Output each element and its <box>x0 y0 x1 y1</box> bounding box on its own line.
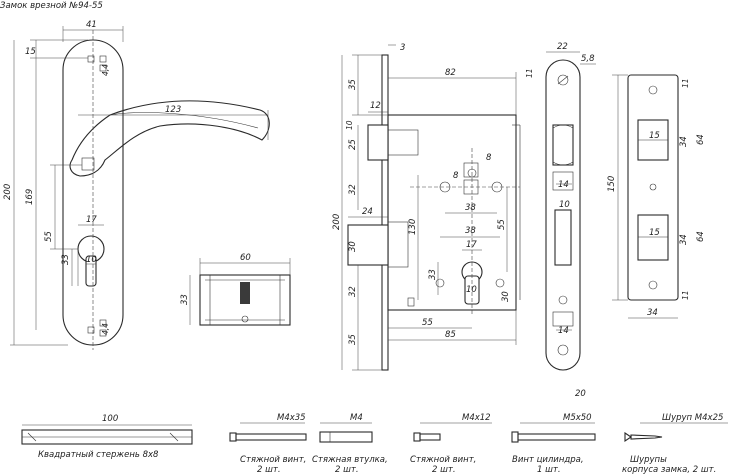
screw2-qty: 2 шт. <box>432 465 456 475</box>
top-hole <box>87 55 95 63</box>
screw-m4x35 <box>235 433 307 441</box>
screw4-spec: Шуруп M4x25 <box>662 413 723 423</box>
screw3-qty: 1 шт. <box>537 465 561 475</box>
dim-bolt-slot: 10 <box>559 200 570 210</box>
dim-strike-latch-h: 34 <box>679 136 689 147</box>
dim-gap-top: 32 <box>348 184 358 195</box>
dim-bottom-margin: 35 <box>348 334 358 345</box>
dim-strike-top: 11 <box>681 78 690 88</box>
sleeve-m4 <box>319 431 373 443</box>
dim-backset-total: 82 <box>445 68 456 78</box>
dim-latch-height: 25 <box>348 139 358 150</box>
sleeve-spec: M4 <box>350 413 363 423</box>
dim-strike-bottom: 11 <box>681 290 690 300</box>
rod-length: 100 <box>102 414 118 424</box>
dim-latch-slot: 14 <box>558 180 569 190</box>
dim-faceplate-offset: 5,8 <box>581 54 595 64</box>
dim-cyl-offset: 30 <box>501 291 511 302</box>
dim-strike-width: 34 <box>647 308 658 318</box>
dim-top-margin: 35 <box>348 79 358 90</box>
cylinder-body <box>199 274 291 326</box>
dim-screw-spacing-top: 38 <box>465 203 476 213</box>
wood-screw <box>630 434 663 440</box>
dim-bolt-throw: 24 <box>362 207 373 217</box>
dim-cyl-slot-bottom: 14 <box>558 326 569 336</box>
dim-latch-depth: 12 <box>370 101 381 111</box>
sleeve-qty: 2 шт. <box>335 465 359 475</box>
strike-plate <box>627 74 679 301</box>
dim-handle-height: 200 <box>3 184 13 200</box>
dim-cyl-slot: 10 <box>86 255 97 265</box>
dim-strike-bolt-span: 64 <box>696 231 706 242</box>
screw-m4x12 <box>419 433 441 441</box>
screw3-spec: M5x50 <box>563 413 592 423</box>
screw4-caption: Шурупы <box>630 455 667 465</box>
dim-lock-height: 200 <box>332 214 342 230</box>
dim-hole-b: 8 <box>486 153 492 163</box>
dim-bolt-height: 30 <box>348 241 358 252</box>
lock-case <box>387 114 517 311</box>
dim-handle-width: 41 <box>86 20 97 30</box>
faceplate-view: 22 5,8 11 14 10 14 20 <box>525 42 596 399</box>
spindle-square <box>81 157 95 171</box>
dim-cyl-slot-width: 10 <box>466 285 477 295</box>
bolt-opening <box>554 209 572 266</box>
dim-faceplate-hole: 11 <box>525 68 534 78</box>
dim-strike-bolt-w: 15 <box>649 228 660 238</box>
dim-latch-offset: 10 <box>345 120 354 130</box>
dim-hole-a: 8 <box>453 171 459 181</box>
dim-body-height: 130 <box>408 219 418 235</box>
dim-cyl-hole-width: 17 <box>466 240 477 250</box>
screw1-qty: 2 шт. <box>257 465 281 475</box>
dim-spindle-to-cyl: 55 <box>44 231 54 242</box>
dim-bottom-20: 20 <box>575 389 586 399</box>
dim-faceplate-thick: 3 <box>400 43 405 53</box>
rod-caption: Квадратный стержень 8х8 <box>38 450 159 460</box>
screw1-caption: Стяжной винт, <box>240 455 306 465</box>
handle-lever <box>69 100 270 177</box>
dim-top-hole-offset: 15 <box>25 47 36 57</box>
lock-faceplate-edge <box>381 54 389 371</box>
dim-strike-latch-span: 64 <box>696 134 706 145</box>
dim-case-width: 85 <box>445 330 456 340</box>
screw2-caption: Стяжной винт, <box>410 455 476 465</box>
dim-strike-latch-w: 15 <box>649 131 660 141</box>
dim-screw-spacing-mid: 38 <box>465 226 476 236</box>
sleeve-caption: Стяжная втулка, <box>312 455 388 465</box>
deadbolt <box>347 224 389 266</box>
screw3-caption: Винт цилиндра, <box>512 455 584 465</box>
dim-hole-spacing: 169 <box>25 189 35 205</box>
cylinder-cam <box>240 282 250 304</box>
dim-cyl-hole-height: 33 <box>428 269 438 280</box>
dim-spindle-cyl: 55 <box>497 219 507 230</box>
dim-lever-length: 123 <box>165 105 181 115</box>
dim-cyl-width: 17 <box>86 215 97 225</box>
handle-view: 41 15 4,4 123 200 169 55 17 33 10 4,4 <box>3 20 270 350</box>
dim-cyl-diam: 33 <box>180 294 190 305</box>
latch-opening <box>552 124 574 166</box>
cylinder-view: 60 33 <box>180 253 291 326</box>
screw-m5x50 <box>517 433 596 441</box>
dim-backset: 55 <box>422 318 433 328</box>
parts-row: 100 Квадратный стержень 8х8 M4x35 Стяжно… <box>21 413 728 475</box>
dim-gap-bottom: 32 <box>348 286 358 297</box>
dim-strike-bolt-h: 34 <box>679 234 689 245</box>
strike-bolt-window <box>637 214 669 261</box>
dim-cyl-length: 60 <box>240 253 251 263</box>
drawing-title: Замок врезной №94-55 <box>0 1 103 11</box>
dim-bottom-spacing: 4,4 <box>101 323 110 335</box>
dim-cyl-height: 33 <box>61 254 71 265</box>
faceplate <box>545 59 581 371</box>
latch <box>367 124 389 161</box>
strike-plate-view: 150 11 15 34 64 15 34 64 11 34 <box>607 74 706 319</box>
lock-body-view: 3 82 35 12 10 25 8 8 32 38 24 200 <box>332 43 521 371</box>
screw1-spec: M4x35 <box>277 413 306 423</box>
dim-strike-height: 150 <box>607 176 617 192</box>
dim-top-spacing: 4,4 <box>101 64 110 76</box>
screw4-qty: корпуса замка, 2 шт. <box>622 465 716 475</box>
screw2-spec: M4x12 <box>462 413 491 423</box>
dim-faceplate-width: 22 <box>557 42 568 52</box>
